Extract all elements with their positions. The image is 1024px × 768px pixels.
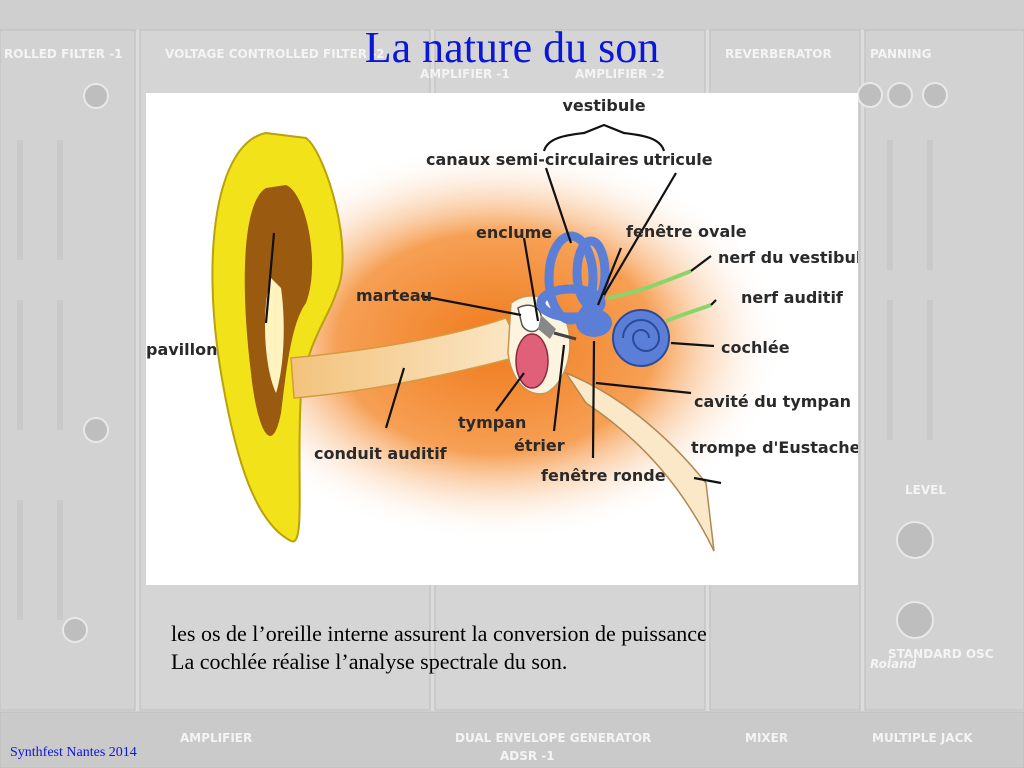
cochlea-shape (612, 309, 670, 367)
slide-body-text: les os de l’oreille interne assurent la … (171, 620, 707, 676)
bg-label-12: LEVEL (905, 483, 946, 497)
footer-text: Synthfest Nantes 2014 (10, 745, 137, 760)
bg-label-13: STANDARD OSC (888, 647, 994, 661)
auditory-nerve (665, 303, 712, 323)
bg-label-5: REVERBERATOR (725, 47, 832, 61)
concha-highlight (264, 278, 284, 393)
label-nerf-auditif: nerf auditif (741, 288, 844, 307)
bg-label-7: AMPLIFIER (180, 731, 252, 745)
label-nerf-vestibule: nerf du vestibule (718, 248, 858, 267)
tympan-membrane (515, 333, 549, 389)
bg-label-1: ROLLED FILTER -1 (4, 47, 123, 61)
label-trompe: trompe d'Eustache (691, 438, 858, 457)
bg-label-9: ADSR -1 (500, 749, 555, 763)
label-cochlee: cochlée (721, 338, 790, 357)
label-enclume: enclume (476, 223, 552, 242)
label-fenetre-ronde: fenêtre ronde (541, 466, 666, 485)
bg-label-10: MIXER (745, 731, 788, 745)
eustachian-tube (564, 371, 715, 552)
semicircular-canals (536, 231, 610, 325)
label-tympan: tympan (458, 413, 526, 432)
ear-anatomy-diagram: vestibule canaux semi-circulaires utricu… (146, 96, 858, 552)
ear-diagram-panel: vestibule canaux semi-circulaires utricu… (146, 93, 858, 585)
label-pavillon: pavillon (146, 340, 218, 359)
slide-title: La nature du son (364, 23, 660, 72)
bg-label-11: MULTIPLE JACK (872, 731, 973, 745)
label-utricule: utricule (643, 150, 713, 169)
bg-label-3: AMPLIFIER -1 (420, 67, 510, 81)
bg-label-4: AMPLIFIER -2 (575, 67, 665, 81)
label-canaux: canaux semi-circulaires (426, 150, 639, 169)
vestibular-nerve (607, 269, 692, 300)
bg-label-6: PANNING (870, 47, 931, 61)
label-etrier: étrier (514, 436, 565, 455)
bg-label-2: VOLTAGE CONTROLLED FILTER -2 (165, 47, 384, 61)
label-marteau: marteau (356, 286, 432, 305)
bg-label-8: DUAL ENVELOPE GENERATOR (455, 731, 651, 745)
bg-label-14: Roland (870, 657, 917, 671)
label-fenetre-ovale: fenêtre ovale (626, 222, 747, 241)
body-line-2: La cochlée réalise l’analyse spectrale d… (171, 649, 568, 674)
vestibule-body (576, 309, 612, 337)
label-cavite-tympan: cavité du tympan (694, 392, 851, 411)
enclume-bone (538, 315, 556, 339)
body-line-1: les os de l’oreille interne assurent la … (171, 621, 707, 646)
label-conduit: conduit auditif (314, 444, 448, 463)
etrier-bone (553, 331, 577, 341)
label-vestibule: vestibule (562, 96, 645, 115)
label-pointers (264, 123, 722, 485)
